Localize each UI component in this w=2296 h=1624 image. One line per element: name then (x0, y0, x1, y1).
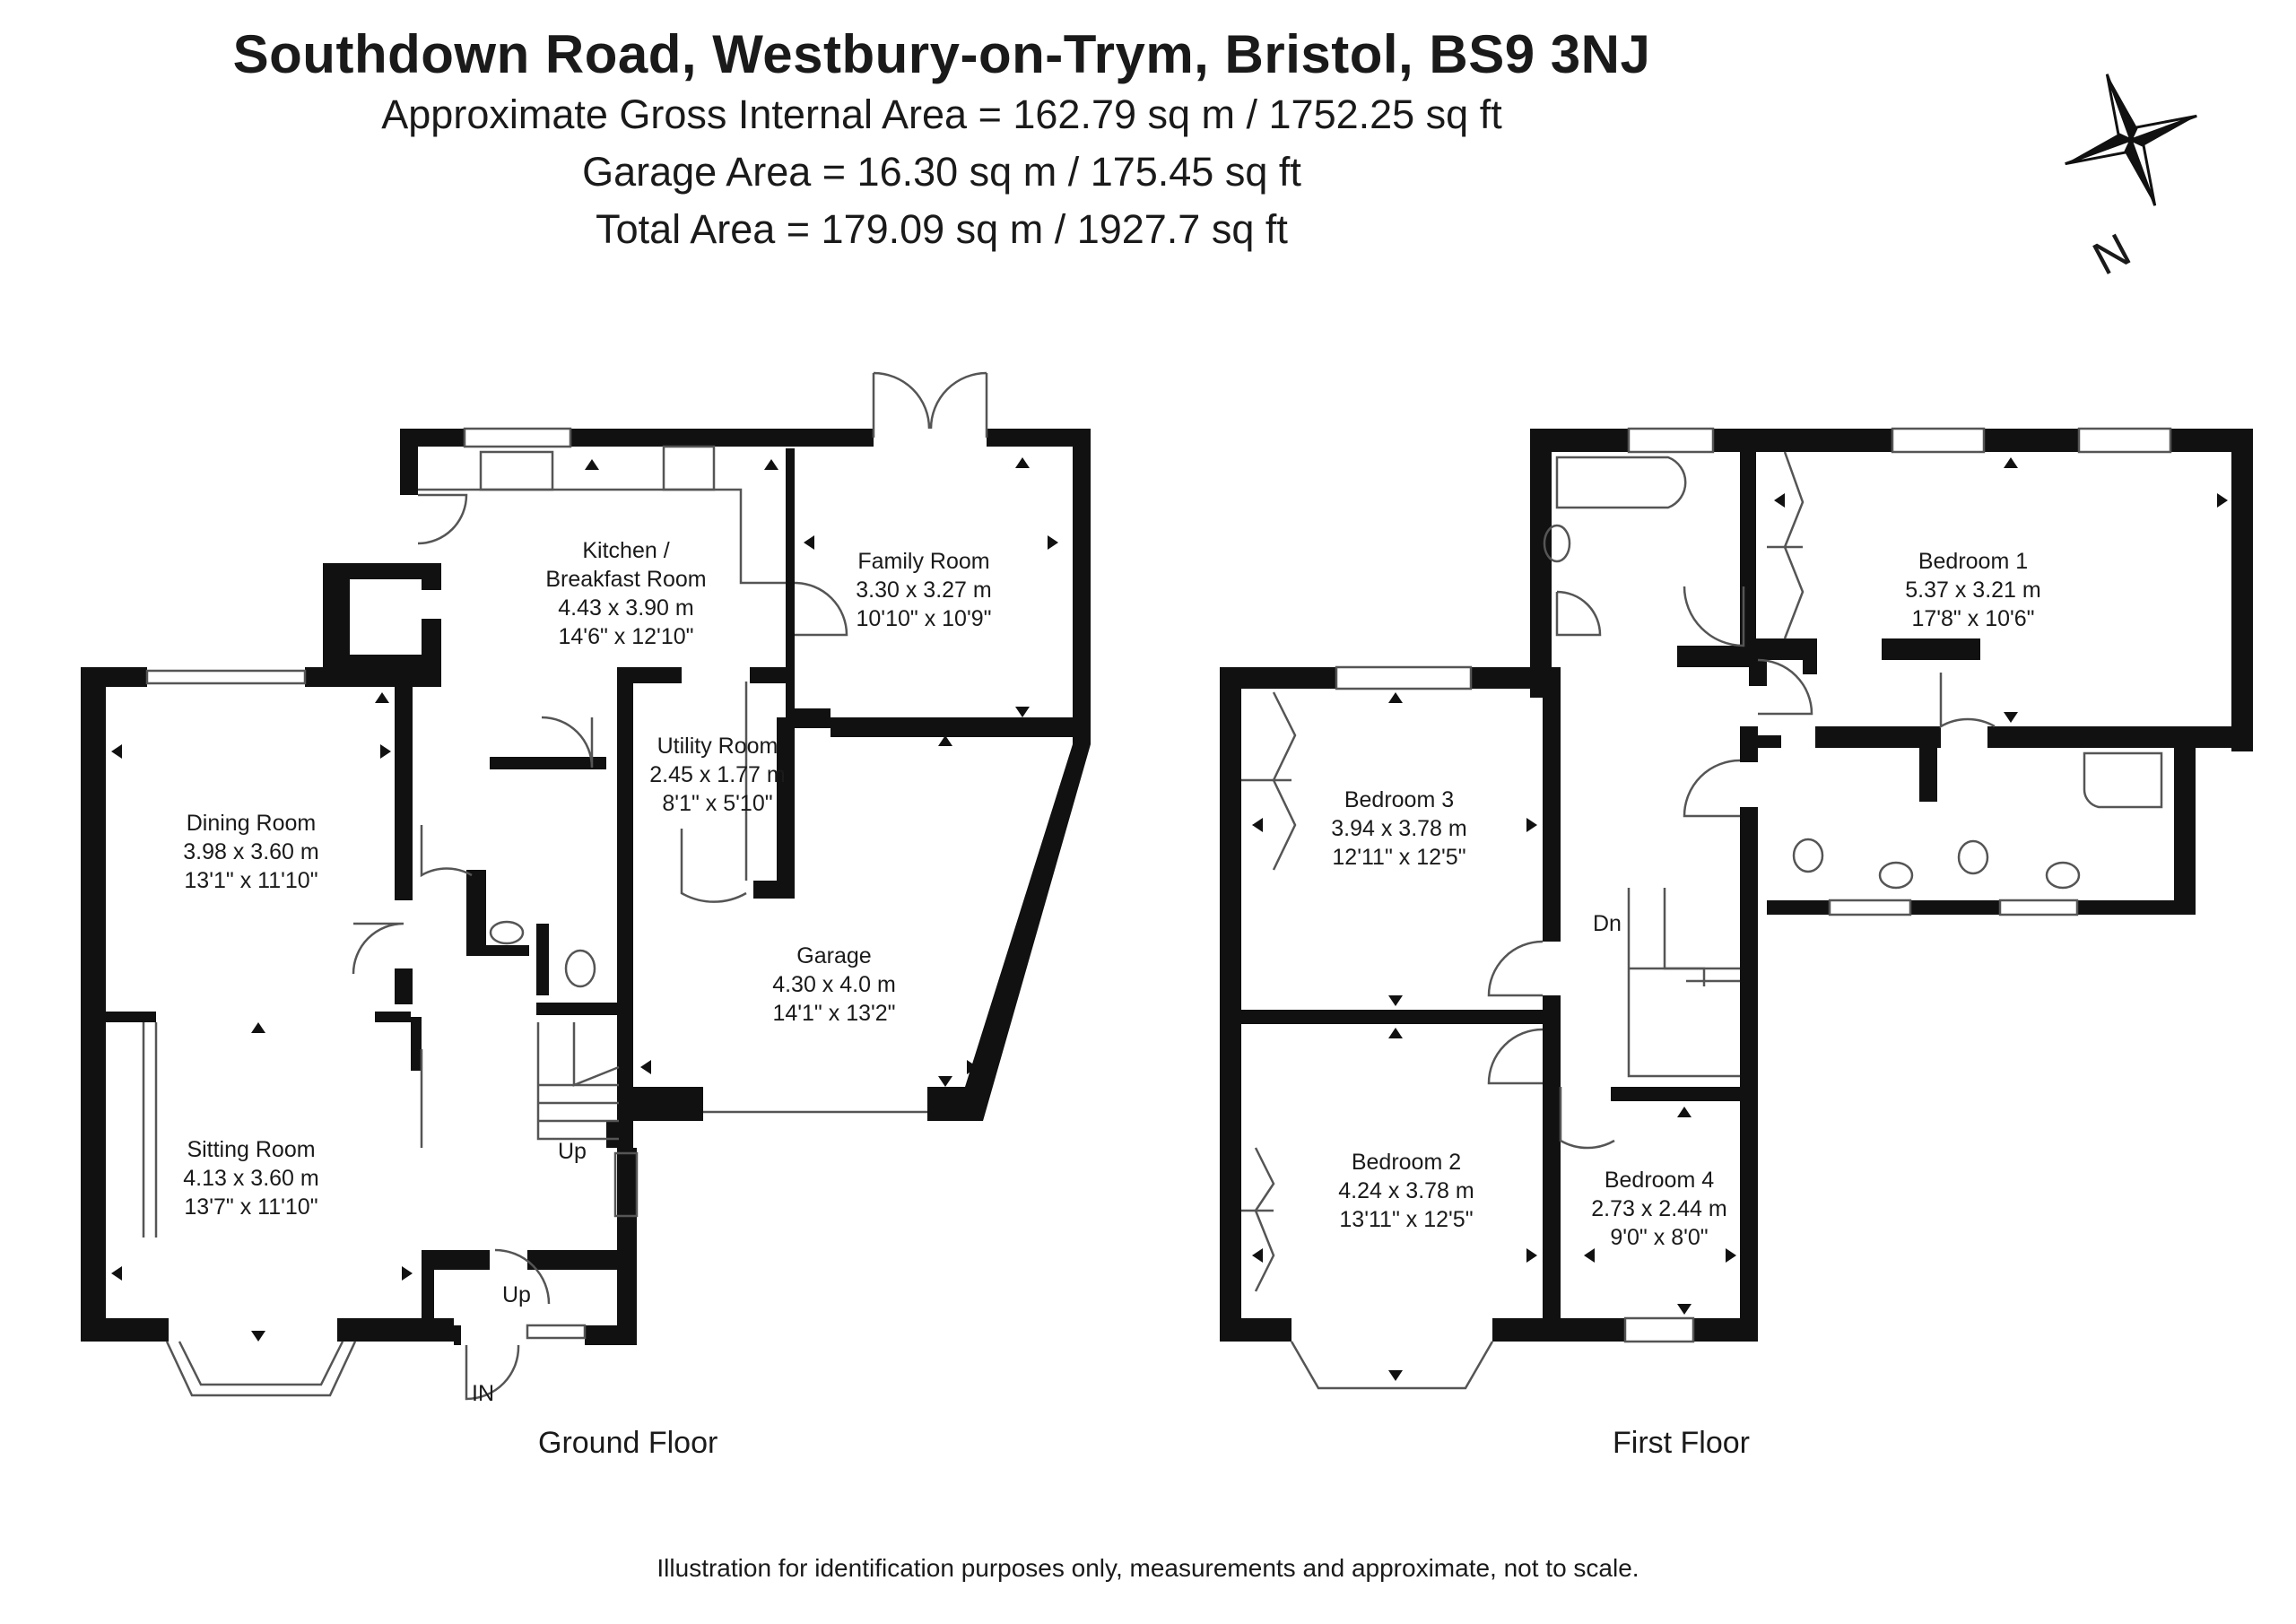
utility-room-label: Utility Room 2.45 x 1.77 m 8'1" x 5'10" (628, 732, 807, 818)
garage-imperial: 14'1" x 13'2" (772, 1001, 896, 1026)
utility-room-name: Utility Room (657, 734, 778, 759)
family-room-metric: 3.30 x 3.27 m (856, 578, 992, 603)
garage-metric: 4.30 x 4.0 m (772, 972, 896, 997)
gross-internal-area: Approximate Gross Internal Area = 162.79… (381, 91, 1502, 137)
first-floor-title: First Floor (1613, 1426, 1750, 1460)
family-room-imperial: 10'10" x 10'9" (856, 606, 992, 631)
bedroom-2-metric: 4.24 x 3.78 m (1338, 1178, 1474, 1203)
bedroom-4-imperial: 9'0" x 8'0" (1610, 1225, 1709, 1250)
ground-floor-title: Ground Floor (538, 1426, 718, 1460)
bedroom-2-name: Bedroom 2 (1351, 1150, 1462, 1175)
kitchen-room-name: Kitchen / (582, 538, 670, 563)
plan-header: Southdown Road, Westbury-on-Trym, Bristo… (0, 23, 1883, 258)
dining-room-name: Dining Room (186, 811, 317, 836)
utility-room-metric: 2.45 x 1.77 m (649, 762, 786, 787)
sitting-room-name: Sitting Room (187, 1137, 316, 1162)
entrance-up-label: Up (502, 1282, 531, 1307)
bedroom-1-name: Bedroom 1 (1918, 549, 2029, 574)
kitchen-room-metric: 4.43 x 3.90 m (558, 595, 694, 621)
property-address-title: Southdown Road, Westbury-on-Trym, Bristo… (232, 24, 1651, 84)
utility-room-imperial: 8'1" x 5'10" (662, 791, 773, 816)
dining-room-metric: 3.98 x 3.60 m (183, 839, 319, 864)
bedroom-3-metric: 3.94 x 3.78 m (1331, 816, 1467, 841)
ground-floor-fittings (142, 371, 988, 1401)
sitting-room-label: Sitting Room 4.13 x 3.60 m 13'7" x 11'10… (161, 1135, 341, 1221)
kitchen-room-imperial: 14'6" x 12'10" (558, 624, 694, 649)
bedroom-3-label: Bedroom 3 3.94 x 3.78 m 12'11" x 12'5" (1309, 786, 1489, 872)
garage-label: Garage 4.30 x 4.0 m 14'1" x 13'2" (744, 942, 924, 1028)
bedroom-1-metric: 5.37 x 3.21 m (1905, 578, 2041, 603)
dining-room-imperial: 13'1" x 11'10" (184, 868, 318, 893)
total-area: Total Area = 179.09 sq m / 1927.7 sq ft (596, 206, 1288, 252)
bedroom-1-label: Bedroom 1 5.37 x 3.21 m 17'8" x 10'6" (1883, 547, 2063, 633)
bedroom-2-label: Bedroom 2 4.24 x 3.78 m 13'11" x 12'5" (1317, 1148, 1496, 1234)
compass-star-icon (2065, 74, 2197, 206)
kitchen-breakfast-room-label: Kitchen / Breakfast Room 4.43 x 3.90 m 1… (527, 536, 725, 651)
first-floor-walls (1220, 429, 2253, 1342)
kitchen-room-name-2: Breakfast Room (545, 567, 707, 592)
family-room-name: Family Room (857, 549, 990, 574)
bedroom-2-imperial: 13'11" x 12'5" (1339, 1207, 1474, 1232)
bedroom-4-metric: 2.73 x 2.44 m (1591, 1196, 1727, 1221)
garage-area: Garage Area = 16.30 sq m / 175.45 sq ft (582, 149, 1301, 195)
first-floor-fittings (1241, 427, 2172, 1390)
bedroom-3-imperial: 12'11" x 12'5" (1332, 845, 1466, 870)
stairs-up-label: Up (558, 1139, 587, 1164)
garage-name: Garage (796, 943, 872, 968)
family-room-label: Family Room 3.30 x 3.27 m 10'10" x 10'9" (834, 547, 1013, 633)
bedroom-4-name: Bedroom 4 (1604, 1168, 1715, 1193)
bedroom-1-imperial: 17'8" x 10'6" (1911, 606, 2035, 631)
stairs-down-label: Dn (1593, 911, 1622, 936)
ground-floor-walls (81, 429, 1091, 1345)
dining-room-label: Dining Room 3.98 x 3.60 m 13'1" x 11'10" (161, 809, 341, 895)
bedroom-3-name: Bedroom 3 (1344, 787, 1455, 812)
dimension-markers (111, 457, 2228, 1381)
bedroom-4-label: Bedroom 4 2.73 x 2.44 m 9'0" x 8'0" (1570, 1166, 1749, 1252)
disclaimer-note: Illustration for identification purposes… (657, 1554, 1639, 1582)
sitting-room-imperial: 13'7" x 11'10" (184, 1194, 318, 1220)
north-compass: N (2052, 57, 2213, 295)
sitting-room-metric: 4.13 x 3.60 m (183, 1166, 319, 1191)
entrance-in-label: IN (472, 1381, 494, 1406)
